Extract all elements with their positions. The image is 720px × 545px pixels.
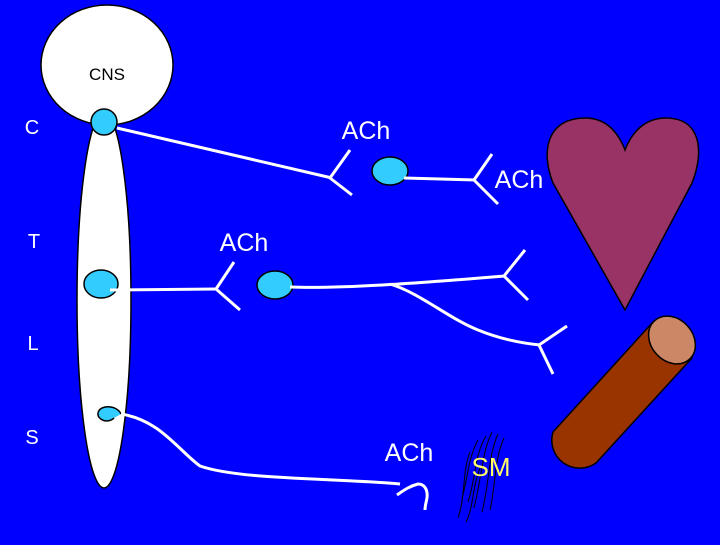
level-s-label: S	[25, 427, 38, 449]
cervical-ganglion	[371, 156, 409, 186]
sacral-preganglionic-fiber	[120, 412, 401, 486]
thoracic-postganglionic-fiber-lower	[389, 282, 541, 347]
thoracic-ganglion	[256, 270, 294, 300]
level-c-label: C	[25, 117, 39, 139]
thoracic-preganglionic-terminal	[214, 261, 241, 312]
ach-cervical-post-label: ACh	[495, 166, 544, 194]
cervical-preganglionic-terminal	[327, 149, 353, 197]
sacral-terminal	[396, 482, 429, 511]
thoracic-preganglionic-fiber	[109, 287, 218, 292]
cervical-preganglionic-fiber	[116, 126, 333, 180]
ach-sacral-label: ACh	[385, 439, 434, 467]
skeletal-muscle-icon	[551, 315, 697, 469]
sacral-cord-nucleus	[97, 406, 122, 422]
thoracic-postganglionic-fiber-upper	[289, 274, 506, 289]
heart-icon	[546, 117, 700, 312]
cervical-cord-nucleus	[90, 108, 118, 136]
smooth-muscle-label: SM	[472, 452, 511, 482]
cns-label: CNS	[89, 65, 125, 84]
thoracic-postganglionic-terminal-lower	[537, 324, 568, 375]
smooth-muscle-icon	[457, 431, 505, 523]
cervical-postganglionic-fiber	[403, 176, 477, 182]
level-t-label: T	[28, 231, 40, 253]
spinal-cord	[76, 111, 132, 489]
ach-thoracic-pre-label: ACh	[220, 229, 269, 257]
thoracic-cord-nucleus	[83, 269, 119, 299]
cervical-postganglionic-terminal	[472, 153, 500, 206]
level-l-label: L	[27, 333, 38, 355]
ach-cervical-pre-label: ACh	[342, 117, 391, 145]
thoracic-postganglionic-terminal-upper	[501, 249, 530, 302]
